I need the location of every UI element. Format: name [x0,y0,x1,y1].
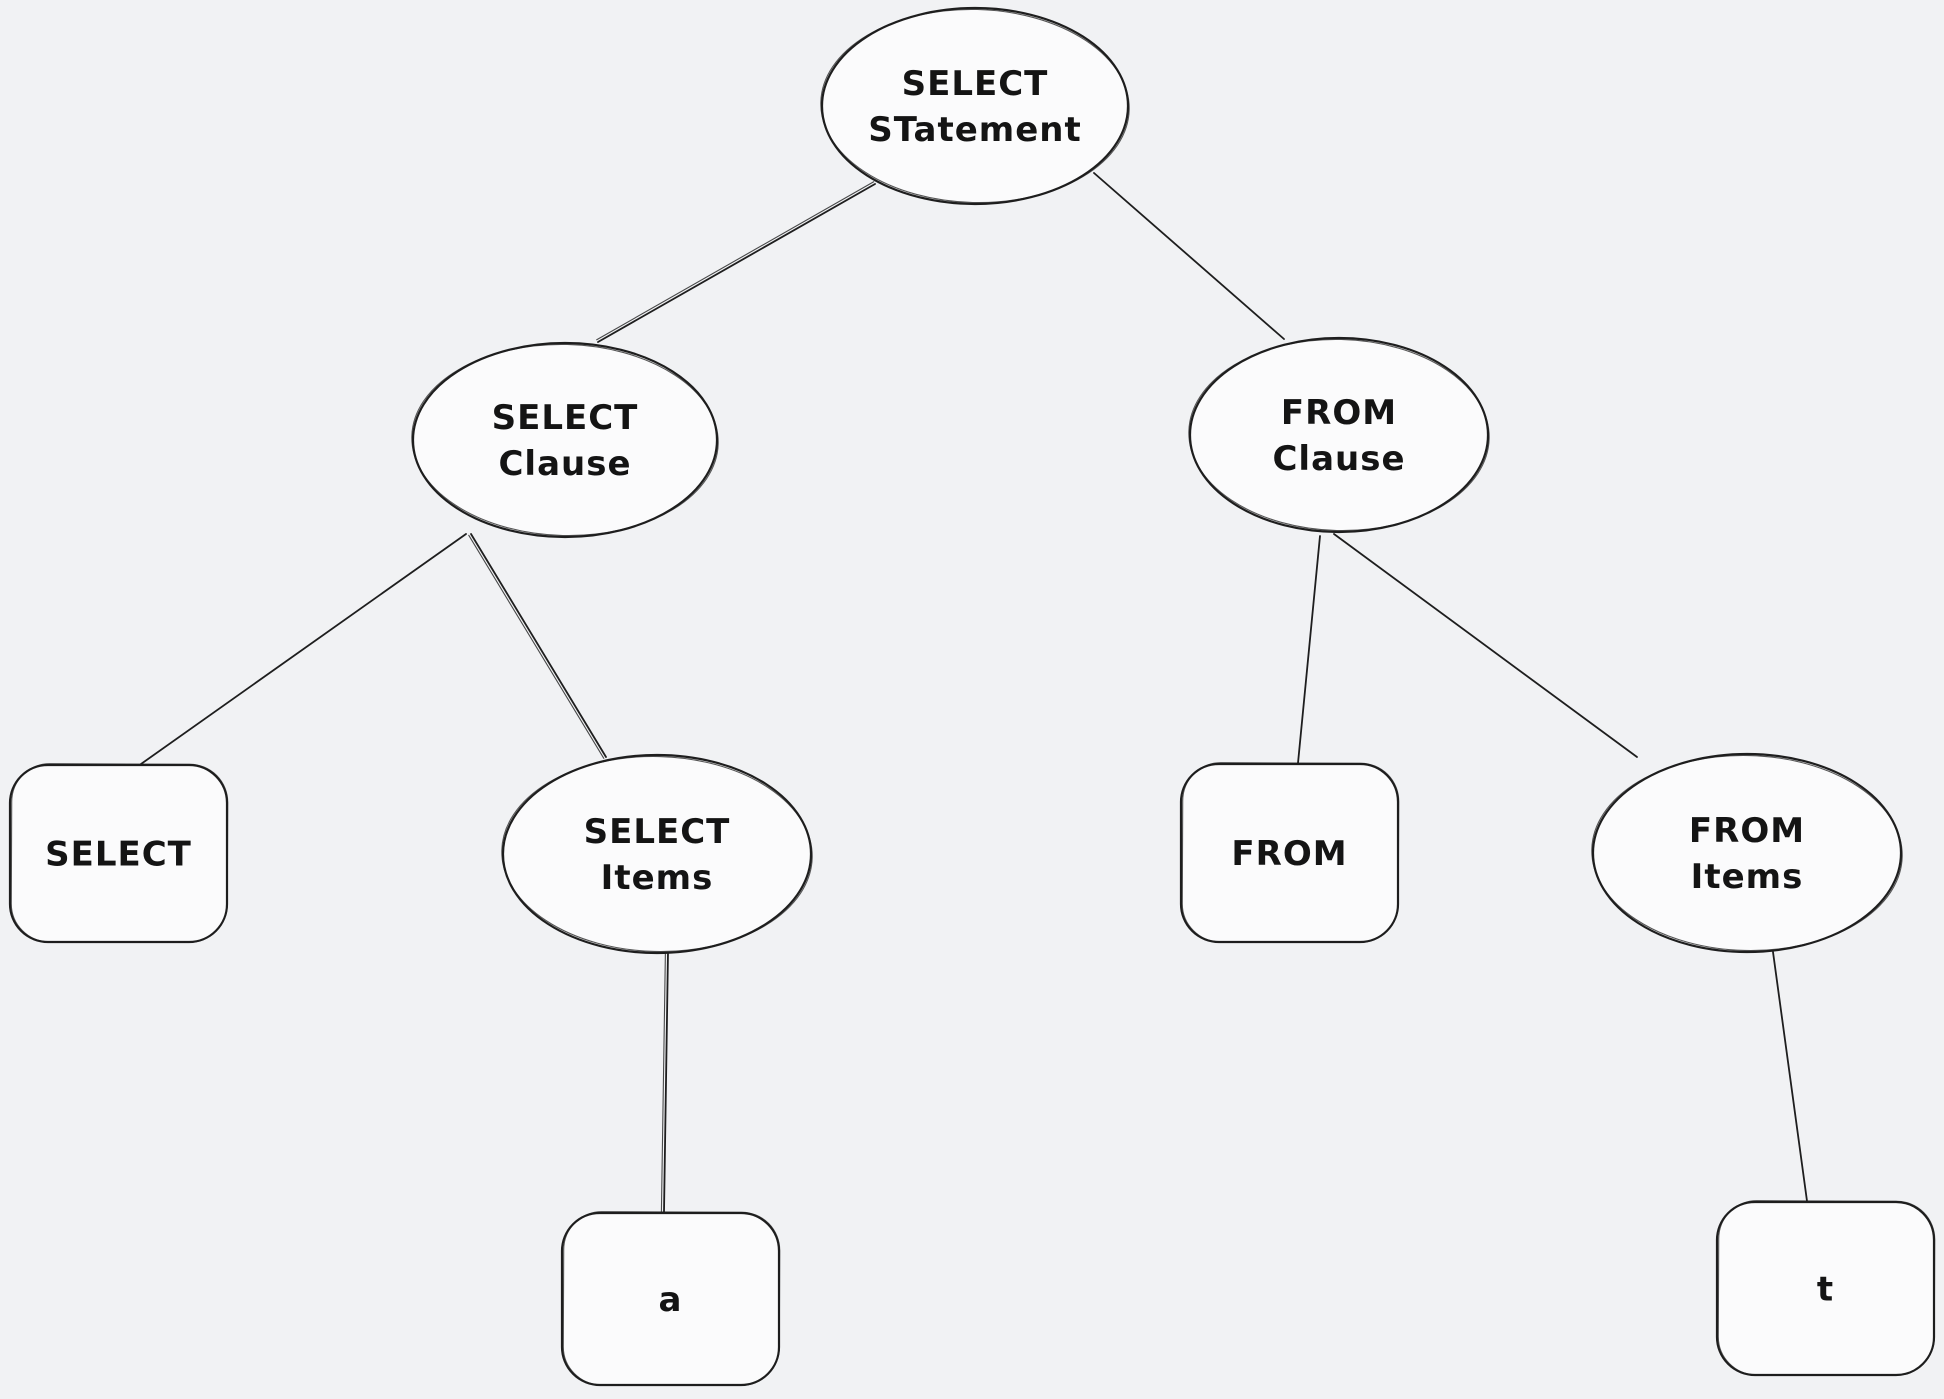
node-a-identifier[interactable]: a [560,1211,781,1387]
edge-from-clause-to-items[interactable] [1333,533,1638,758]
node-label-a-identifier: a [659,1280,683,1320]
edge-select-items-to-a[interactable] [660,951,669,1213]
edge-from-clause-to-from[interactable] [1297,535,1321,764]
node-label-select-keyword: SELECT [45,835,192,875]
edge-stmt-to-select-clause[interactable] [596,181,876,343]
node-label-t-identifier: t [1817,1270,1834,1310]
node-label-from-keyword: FROM [1231,834,1347,874]
node-from-keyword[interactable]: FROM [1179,762,1400,944]
node-select-keyword[interactable]: SELECT [8,763,229,944]
edges-layer [140,172,1808,1213]
edge-from-items-to-t[interactable] [1772,951,1808,1202]
edge-select-clause-to-select[interactable] [140,533,467,765]
edge-stmt-to-from-clause[interactable] [1093,172,1285,340]
node-t-identifier[interactable]: t [1715,1200,1936,1377]
edge-select-clause-to-items[interactable] [468,533,607,759]
